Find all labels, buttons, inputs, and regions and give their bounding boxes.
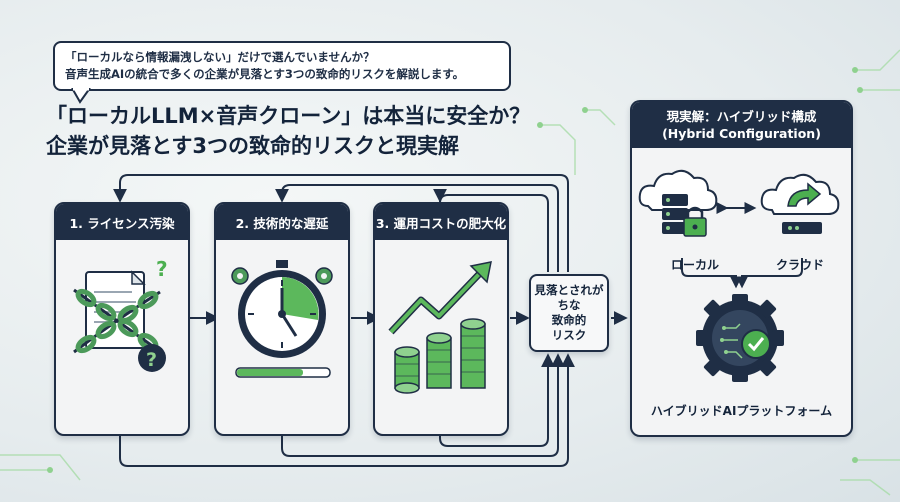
title-line-2: 企業が見落とす3つの致命的リスクと現実解: [46, 134, 459, 158]
center-line-3: リスク: [551, 328, 587, 342]
stopwatch-icon: [231, 260, 333, 378]
title-line-1: 「ローカルLLM×音声クローン」は本当に安全か？: [46, 104, 531, 128]
center-line-1: 見落とされがちな: [534, 283, 604, 312]
hidden-risk-box: 見落とされがちな 致命的 リスク: [529, 274, 609, 352]
risk-card-cost: 3. 運用コストの肥大化: [373, 202, 509, 436]
risk-card-label: 1. ライセンス汚染: [56, 204, 188, 240]
risk-card-license: 1. ライセンス汚染 ? ?: [54, 202, 190, 436]
solution-header-line-2: (Hybrid Configuration): [662, 126, 821, 141]
rising-coins-icon: [388, 261, 492, 394]
cloud-icon: [760, 173, 840, 234]
svg-text:?: ?: [156, 257, 168, 281]
solution-header-line-1: 現実解：ハイブリッド構成: [666, 109, 817, 124]
hybrid-diagram: [638, 169, 840, 382]
page-title: 「ローカルLLM×音声クローン」は本当に安全か？ 企業が見落とす3つの致命的リス…: [46, 101, 530, 161]
risk-card-latency: 2. 技術的な遅延: [214, 202, 350, 436]
local-server-icon: [638, 169, 718, 237]
bubble-tail: [71, 88, 91, 104]
hybrid-platform-gear-icon: [696, 294, 784, 382]
platform-label: ハイブリッドAIプラットフォーム: [650, 404, 833, 418]
local-label: ローカル: [670, 258, 719, 272]
svg-text:?: ?: [146, 349, 157, 371]
risk-card-label: 3. 運用コストの肥大化: [375, 204, 507, 240]
risk-card-label: 2. 技術的な遅延: [216, 204, 348, 240]
decor-dots: [47, 67, 863, 473]
intro-speech-bubble: 「ローカルなら情報漏洩しない」だけで選んでいませんか？ 音声生成AIの統合で多く…: [53, 41, 511, 91]
hybrid-solution-card: 現実解：ハイブリッド構成 (Hybrid Configuration): [630, 100, 853, 437]
solution-header: 現実解：ハイブリッド構成 (Hybrid Configuration): [632, 102, 851, 148]
center-line-2: 致命的: [551, 313, 587, 327]
intro-line-2: 音声生成AIの統合で多くの企業が見落とす3つの致命的リスクを解説します。: [65, 67, 465, 81]
cloud-label: クラウド: [775, 258, 824, 272]
decor-circuit-lines: [0, 49, 900, 496]
intro-line-1: 「ローカルなら情報漏洩しない」だけで選んでいませんか？: [65, 50, 375, 64]
chained-document-icon: ? ?: [73, 257, 168, 372]
